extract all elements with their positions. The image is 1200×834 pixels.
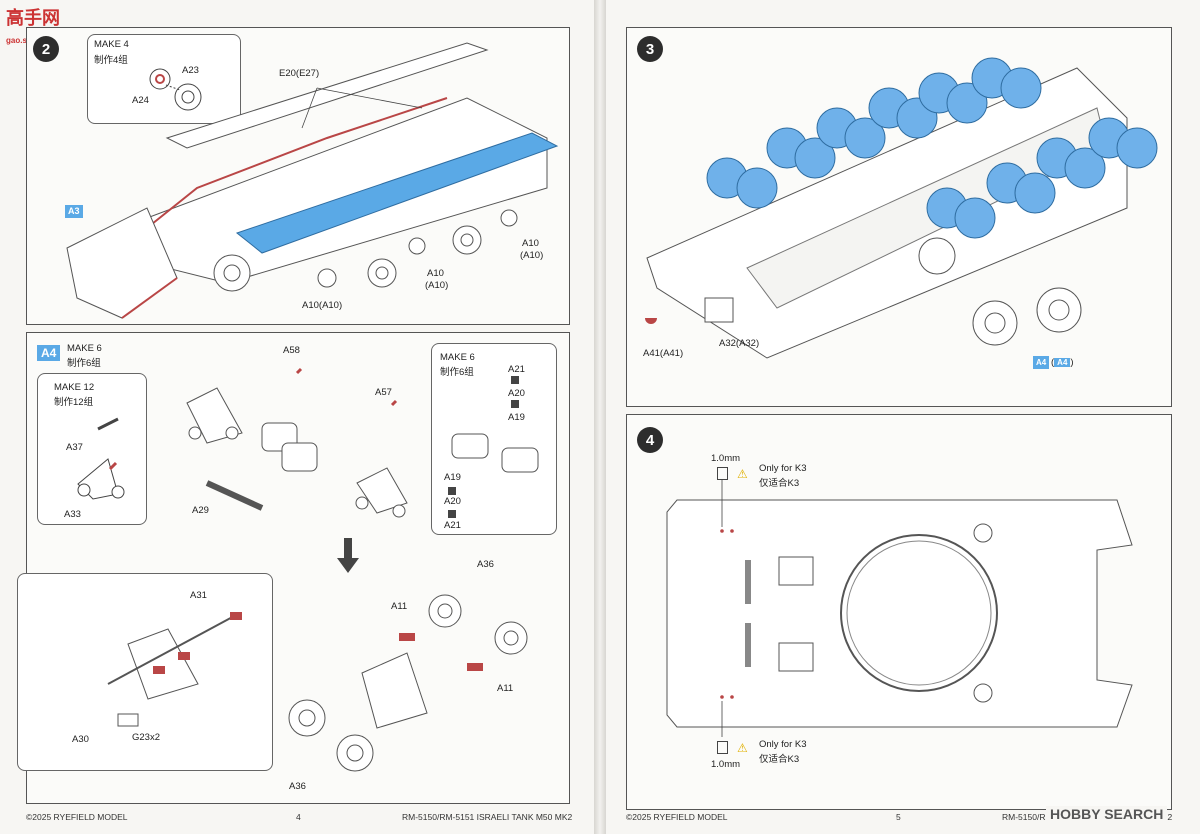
left-page: 高手网 gao.shou.com 2 MAKE 4 制作4组 A23 A24 bbox=[0, 0, 594, 834]
part-label: A19 bbox=[444, 472, 461, 483]
warning-icon: ⚠ bbox=[737, 741, 748, 755]
suspension-unit-drawing bbox=[448, 376, 539, 518]
subassembly-tag: A4 bbox=[1054, 358, 1071, 367]
part-label: A19 bbox=[508, 412, 525, 423]
part-label: A58 bbox=[283, 345, 300, 356]
make-count: MAKE 4 bbox=[94, 39, 129, 50]
footer-copyright: ©2025 RYEFIELD MODEL bbox=[626, 812, 728, 822]
right-page: 3 A41(A41) A32(A32) A4 bbox=[606, 0, 1200, 834]
part-label: E20(E27) bbox=[279, 68, 320, 79]
part-label: A30 bbox=[72, 734, 89, 745]
bogie-arm-drawing bbox=[77, 417, 125, 500]
note-text: Only for K3 bbox=[759, 463, 807, 474]
step-a4-panel: A4 MAKE 6 制作6组 MAKE 12 制作12组 A37 A33 bbox=[17, 332, 570, 804]
make-count: MAKE 6 bbox=[440, 352, 475, 363]
part-label: A10 bbox=[522, 238, 539, 249]
part-label: A23 bbox=[182, 65, 199, 76]
footer-copyright: ©2025 RYEFIELD MODEL bbox=[26, 812, 128, 822]
step-number-badge: 4 bbox=[637, 427, 663, 453]
bogie-drawing bbox=[186, 367, 528, 772]
part-label: A41(A41) bbox=[643, 348, 684, 359]
make-count-cn: 制作4组 bbox=[94, 55, 128, 66]
part-label: A21 bbox=[508, 364, 525, 375]
note-text-cn: 仅适合K3 bbox=[759, 754, 800, 765]
step-number-badge: 3 bbox=[637, 36, 663, 62]
part-label: A36 bbox=[477, 559, 494, 570]
part-label: (A10) bbox=[425, 280, 449, 291]
part-label: A29 bbox=[192, 505, 209, 516]
subassembly-tag: A4 bbox=[37, 345, 61, 361]
drill-icon bbox=[717, 741, 728, 754]
make-count-cn: 制作12组 bbox=[54, 397, 94, 408]
subassembly-tag: A3 bbox=[65, 205, 83, 218]
subassembly-tag: A4 bbox=[1033, 356, 1050, 369]
step-number-badge: 2 bbox=[33, 36, 59, 62]
make-count: MAKE 12 bbox=[54, 382, 95, 393]
part-label: A21 bbox=[444, 520, 461, 531]
make-count-cn: 制作6组 bbox=[67, 358, 101, 369]
drill-icon bbox=[717, 467, 728, 480]
part-label: A24 bbox=[132, 95, 149, 106]
hull-top-drawing bbox=[666, 480, 1133, 737]
suspension-callout: MAKE 6 制作6组 A21 A20 A19 A19 A20 A21 bbox=[431, 343, 557, 535]
part-label-paren: (A4) bbox=[1051, 357, 1074, 368]
wheel-callout: MAKE 4 制作4组 A23 A24 bbox=[87, 34, 241, 124]
part-label: A10(A10) bbox=[302, 300, 343, 311]
footer-product: RM-5150/RM-5151 ISRAELI TANK M50 MK2 bbox=[402, 812, 573, 822]
part-label: A37 bbox=[66, 442, 83, 453]
hull-underside-drawing bbox=[645, 57, 1158, 359]
make-count-cn: 制作6组 bbox=[440, 367, 474, 378]
note-text-cn: 仅适合K3 bbox=[759, 478, 800, 489]
page-number: 4 bbox=[296, 812, 301, 822]
part-label: (A10) bbox=[520, 250, 544, 261]
part-label: A31 bbox=[190, 590, 207, 601]
part-label: A33 bbox=[64, 509, 81, 520]
part-label: A10 bbox=[427, 268, 444, 279]
part-label: A20 bbox=[508, 388, 525, 399]
warning-icon: ⚠ bbox=[737, 467, 748, 481]
part-label: G23x2 bbox=[132, 732, 160, 743]
note-text: Only for K3 bbox=[759, 739, 807, 750]
bogie-detail-drawing bbox=[107, 612, 242, 727]
bogie-detail-callout: A31 A30 G23x2 bbox=[17, 573, 273, 771]
hull-side-drawing bbox=[66, 42, 559, 319]
make-count: MAKE 6 bbox=[67, 343, 102, 354]
part-label: A36 bbox=[289, 781, 306, 792]
bogie-arm-callout: MAKE 12 制作12组 A37 A33 bbox=[37, 373, 147, 525]
part-label: A11 bbox=[391, 601, 408, 612]
watermark-logo-text: 高手网 bbox=[6, 8, 60, 28]
part-label: A57 bbox=[375, 387, 392, 398]
step-3-panel: 3 A41(A41) A32(A32) A4 bbox=[626, 27, 1172, 407]
drill-size: 1.0mm bbox=[711, 759, 741, 770]
step-4-panel: 4 1.0mm ⚠ Only for K3 仅适合K3 ⚠ Only for K… bbox=[626, 414, 1172, 810]
part-label: A32(A32) bbox=[719, 338, 760, 349]
step-2-panel: 2 MAKE 4 制作4组 A23 A24 bbox=[26, 27, 570, 325]
page-number: 5 bbox=[896, 812, 901, 822]
watermark-bottom-logo: HOBBY SEARCH bbox=[1046, 806, 1168, 822]
book-gutter bbox=[594, 0, 606, 834]
drill-size: 1.0mm bbox=[711, 453, 741, 464]
part-label: A20 bbox=[444, 496, 461, 507]
wheel-pair-drawing bbox=[149, 68, 202, 111]
part-label: A11 bbox=[497, 683, 514, 694]
